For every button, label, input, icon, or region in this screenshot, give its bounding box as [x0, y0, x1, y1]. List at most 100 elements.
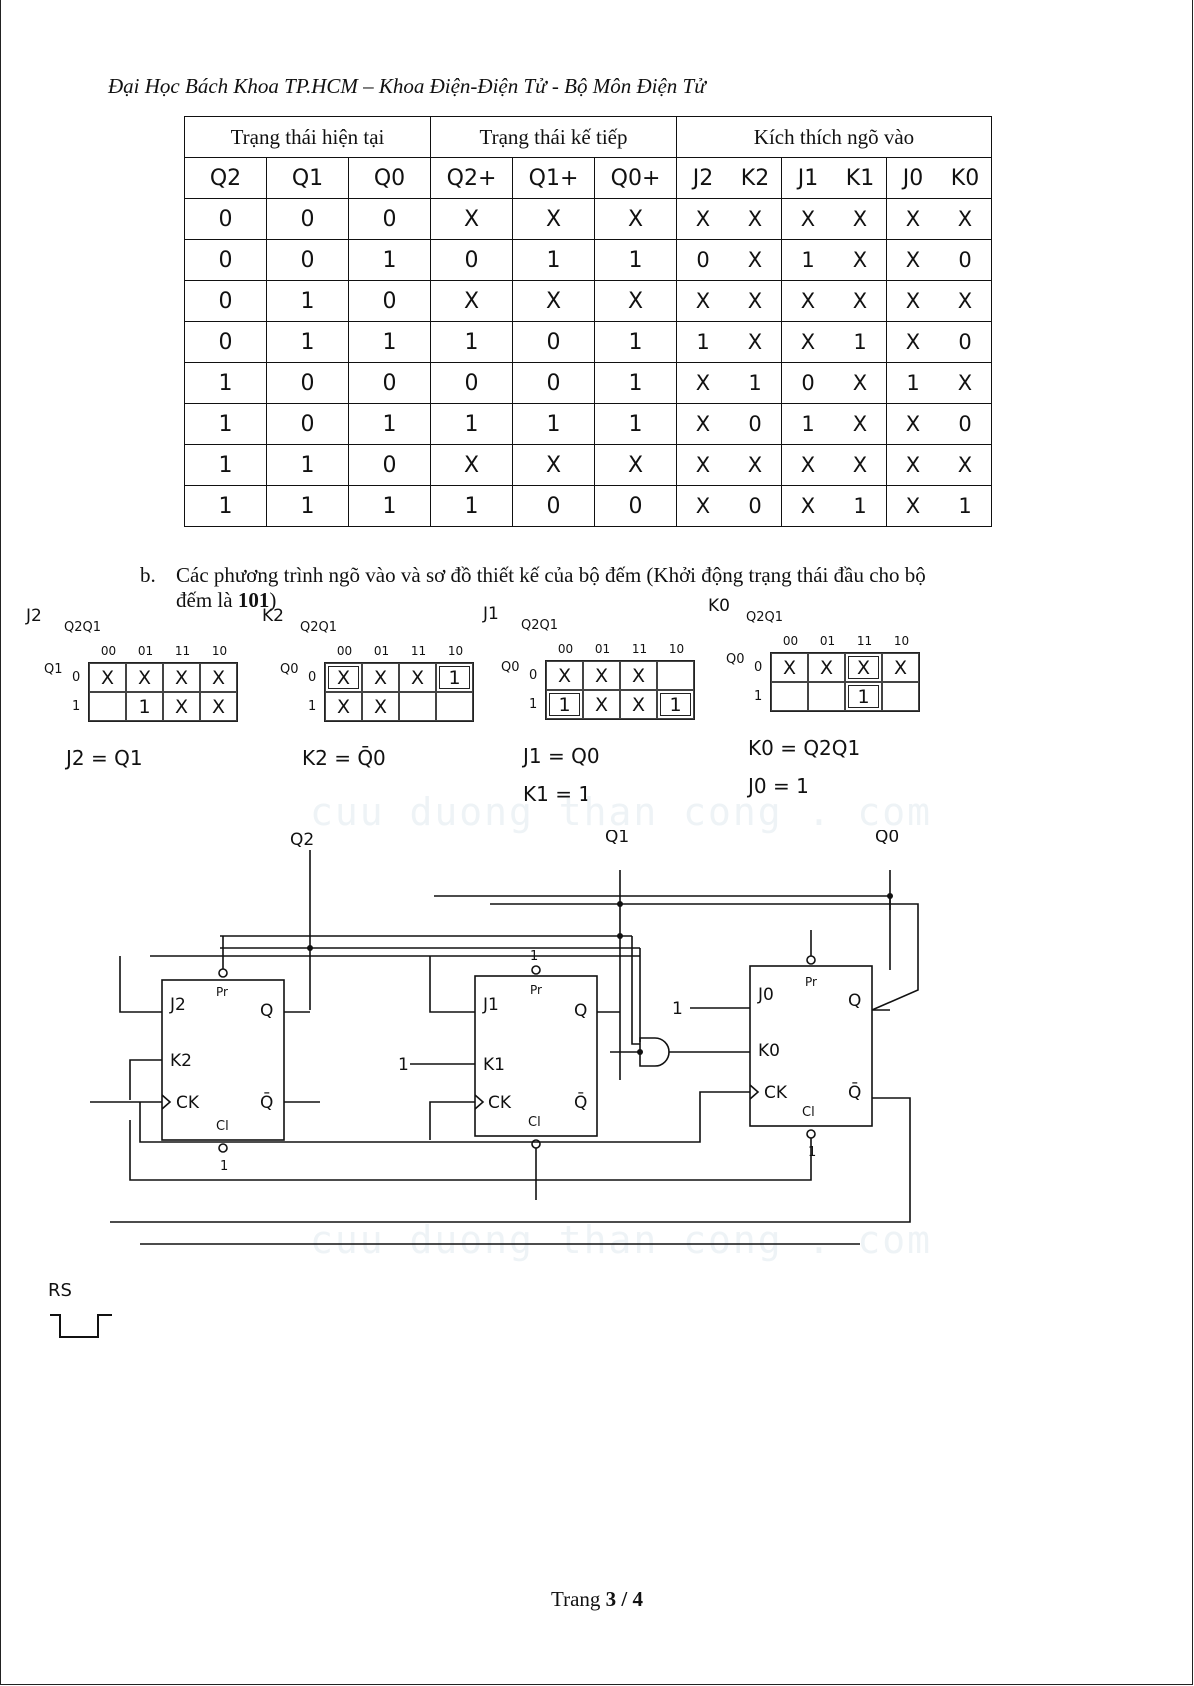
j-value: 0 — [801, 371, 815, 395]
footer-total: 4 — [632, 1587, 644, 1611]
kmap-cell — [657, 661, 694, 690]
next-cell: 0 — [512, 362, 595, 404]
k-value: X — [852, 289, 868, 313]
kmap-cell — [882, 682, 919, 711]
kmap-col-header: 01 — [373, 644, 390, 658]
k-value: 1 — [853, 330, 867, 354]
next-cell: 0 — [512, 321, 595, 363]
kmap-title: K2 — [262, 606, 284, 626]
ff1-pr-value: 1 — [530, 949, 538, 964]
kmap-cell: X — [362, 692, 399, 721]
kmap-cell: X — [583, 661, 620, 690]
page-footer: Trang 3 / 4 — [0, 1587, 1194, 1612]
next-cell: 1 — [594, 239, 677, 281]
kmap-cell: X — [163, 663, 200, 692]
kmap-col-header: 10 — [211, 644, 228, 658]
j-value: X — [695, 453, 711, 477]
present-cell: 1 — [184, 444, 267, 486]
next-cell: 1 — [594, 362, 677, 404]
present-cell: 0 — [266, 198, 349, 240]
kmap-cell: X — [845, 653, 882, 682]
present-cell: 0 — [348, 362, 431, 404]
kmap-cell: X — [163, 692, 200, 721]
k-value: 1 — [853, 494, 867, 518]
kmap-cell: X — [583, 690, 620, 719]
part-b: b.Các phương trình ngõ vào và sơ đồ thiế… — [140, 563, 1060, 613]
kmap-cell — [89, 692, 126, 721]
kmap-equation: J1 = Q0 — [523, 744, 600, 768]
k-value: X — [957, 207, 973, 231]
kmap-row-header: 1 — [72, 699, 81, 714]
kmap-col-header: 00 — [336, 644, 353, 658]
kmap-equation: K2 = Q̄0 — [302, 746, 386, 770]
kmap-col-header: 11 — [856, 634, 873, 648]
kmap-cell: X — [399, 663, 436, 692]
j-value: X — [800, 494, 816, 518]
k-value: X — [957, 453, 973, 477]
k-value: 0 — [958, 248, 972, 272]
kmap-equation: J0 = 1 — [748, 774, 809, 798]
present-cell: 1 — [184, 485, 267, 527]
part-b-text-2a: đếm là — [176, 588, 238, 612]
ff2-pr-label: Pr — [216, 985, 228, 999]
kmap-col-header: 01 — [819, 634, 836, 648]
ff2-clk-label: CK — [176, 1093, 200, 1113]
kmap-row-header: 1 — [308, 699, 317, 714]
kmap-cell: X — [771, 653, 808, 682]
ff1-k-const: 1 — [398, 1055, 409, 1075]
present-cell: 0 — [184, 239, 267, 281]
group-present: Trạng thái hiện tại — [184, 116, 431, 158]
j-value: X — [905, 207, 921, 231]
ff1-qbar-label: Q̄ — [574, 1091, 587, 1113]
k-value: 0 — [958, 412, 972, 436]
k-value: X — [747, 207, 763, 231]
kmap-cell: 1 — [126, 692, 163, 721]
present-cell: 1 — [266, 485, 349, 527]
kmap-row-header: 1 — [529, 697, 538, 712]
next-cell: 1 — [594, 321, 677, 363]
kmap-cell: 1 — [546, 690, 583, 719]
k-value: X — [852, 453, 868, 477]
var-j1: J1 — [797, 165, 819, 191]
rs-label-block: RS — [48, 1280, 114, 1348]
next-cell: 0 — [430, 239, 513, 281]
var-q2-next: Q2+ — [430, 157, 513, 199]
next-cell: X — [594, 198, 677, 240]
k-value: 0 — [748, 494, 762, 518]
ff2-qbar-label: Q̄ — [260, 1091, 273, 1113]
var-k2: K2 — [740, 165, 770, 191]
next-cell: X — [430, 280, 513, 322]
j-value: X — [905, 289, 921, 313]
part-b-text-1: Các phương trình ngõ vào và sơ đồ thiết … — [176, 563, 926, 587]
kmap-cell: X — [89, 663, 126, 692]
present-cell: 0 — [184, 280, 267, 322]
ff0-k-label: K0 — [758, 1041, 780, 1061]
ff0-j-const: 1 — [672, 999, 683, 1019]
kmap-col-vars: Q2Q1 — [64, 620, 102, 635]
j-value: X — [800, 207, 816, 231]
next-cell: 1 — [430, 485, 513, 527]
var-j2: J2 — [692, 165, 714, 191]
k-value: X — [747, 248, 763, 272]
k-value: X — [747, 453, 763, 477]
j-value: X — [905, 494, 921, 518]
watermark-2: cuu duong than cong . com — [310, 1218, 932, 1262]
j-value: 0 — [696, 248, 710, 272]
output-q0-label: Q0 — [875, 830, 899, 847]
j-value: X — [905, 330, 921, 354]
footer-sep: / — [616, 1587, 633, 1611]
j-value: X — [905, 453, 921, 477]
